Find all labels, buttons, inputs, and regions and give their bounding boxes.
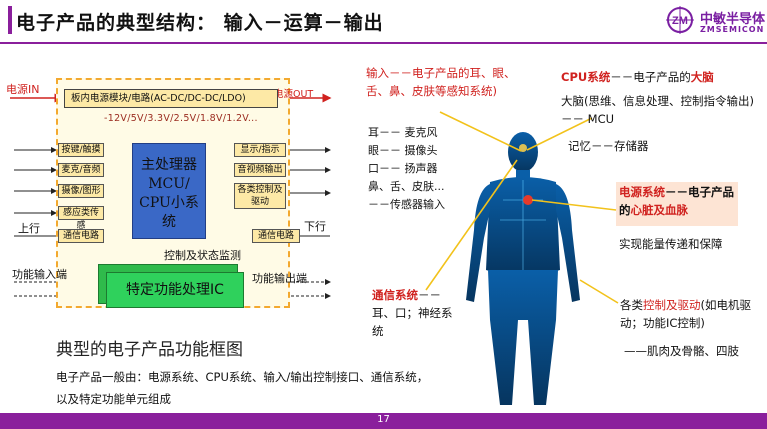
input-system-title: 输入－－电子产品的耳、眼、舌、鼻、皮肤等感知系统): [366, 64, 526, 100]
logo-name-cn: 中敏半导体: [700, 12, 766, 27]
uplink-label: 上行: [18, 222, 40, 235]
control-drive-description: ——肌肉及骨骼、四肢: [624, 344, 739, 358]
comm-circuit-left: 通信电路: [58, 229, 104, 243]
slide-title: 电子产品的典型结构： 输入－运算－输出: [16, 12, 384, 34]
cpu-title-part-c: 大脑: [690, 70, 714, 84]
input-map-ear: 耳－－ 麦克风: [368, 126, 438, 139]
input-title-part-b: 耳、眼、舌、鼻、皮肤等感知系统): [366, 66, 516, 98]
input-module-sensor: 感应类传感: [58, 206, 104, 231]
header-divider: [0, 42, 767, 44]
input-module-mic: 麦克/音频: [58, 163, 104, 177]
control-drive-title: 各类控制及驱动(如电机驱动；功能IC控制): [620, 296, 760, 332]
cpu-block: 主处理器 MCU/ CPU小系统: [132, 143, 206, 239]
power-description: 实现能量传递和保障: [619, 237, 723, 251]
output-module-display: 显示/指示: [234, 143, 286, 157]
footer-bar: [0, 413, 767, 429]
cpu-memory: 记忆－－存储器: [568, 139, 649, 153]
ctrl-title-part-c: (如电机驱动；功能IC控制): [620, 298, 751, 330]
output-module-av: 音视频输出: [234, 163, 286, 177]
power-title-part-b: －－电子产品的: [619, 185, 734, 217]
input-mapping-list: 耳－－ 麦克风 眼－－ 摄像头 口－－ 扬声器 鼻、舌、皮肤... －－传感器输…: [368, 124, 478, 214]
comm-title-part-a: 通信系统: [372, 288, 418, 302]
input-map-nose: 鼻、舌、皮肤...: [368, 180, 445, 193]
diagram-description: 电子产品一般由：电源系统、CPU系统、输入/输出控制接口、通信系统，以及特定功能…: [56, 370, 429, 406]
logo-name-en: ZMSEMICON: [700, 25, 765, 34]
svg-text:ZM: ZM: [672, 15, 688, 27]
company-logo-icon: ZM: [666, 6, 694, 34]
input-map-eye: 眼－－ 摄像头: [368, 144, 438, 157]
power-title-part-c: 心脏及血脉: [630, 203, 689, 217]
power-system-title: 电源系统－－电子产品的心脏及血脉: [619, 183, 741, 219]
power-module-box: 板内电源模块/电路(AC-DC/DC-DC/LDO): [64, 89, 278, 108]
function-output-label: 功能输出端: [252, 272, 307, 285]
function-ic-block: 特定功能处理IC: [106, 272, 244, 308]
cpu-label-line2: MCU/: [148, 176, 190, 192]
output-module-drive: 各类控制及驱动: [234, 183, 286, 209]
input-module-camera: 摄像/图形: [58, 184, 104, 198]
comm-title-part-b: －－耳、口；神经系统: [372, 288, 453, 338]
ctrl-title-part-b: 控制及驱动: [643, 298, 701, 312]
callout-lines: [425, 111, 619, 304]
title-accent-bar: [8, 6, 12, 34]
power-in-label: 电源IN: [6, 83, 40, 96]
input-module-keys: 按键/触摸: [58, 143, 104, 157]
comm-circuit-right: 通信电路: [252, 229, 300, 243]
power-callout-bg: [616, 182, 738, 226]
power-out-label: 电源OUT: [274, 89, 314, 100]
cpu-system-title: CPU系统－－电子产品的大脑: [561, 68, 761, 86]
input-map-sensor: －－传感器输入: [368, 198, 445, 211]
voltage-rails: -12V/5V/3.3V/2.5V/1.8V/1.2V...: [104, 113, 258, 124]
downlink-label: 下行: [304, 220, 326, 233]
cpu-title-part-b: －－电子产品的: [610, 70, 691, 84]
input-title-part-a: 输入－－电子产品的: [366, 66, 470, 80]
cpu-title-part-a: CPU系统: [561, 70, 611, 84]
power-title-part-a: 电源系统: [619, 185, 665, 199]
cpu-label-line1: 主处理器: [141, 157, 197, 173]
ctrl-title-part-a: 各类: [620, 298, 643, 312]
diagram-caption: 典型的电子产品功能框图: [56, 340, 243, 360]
cpu-description: 大脑(思维、信息处理、控制指令输出) －－ MCU: [561, 94, 754, 126]
input-map-mouth: 口－－ 扬声器: [368, 162, 438, 175]
header-bar: [0, 0, 767, 42]
cpu-label-line3: CPU小系统: [139, 195, 199, 230]
page-number: 17: [377, 414, 390, 425]
control-monitor-label: 控制及状态监测: [164, 249, 241, 262]
comm-system-title: 通信系统－－耳、口；神经系统: [372, 286, 462, 340]
function-input-label: 功能输入端: [12, 268, 67, 281]
